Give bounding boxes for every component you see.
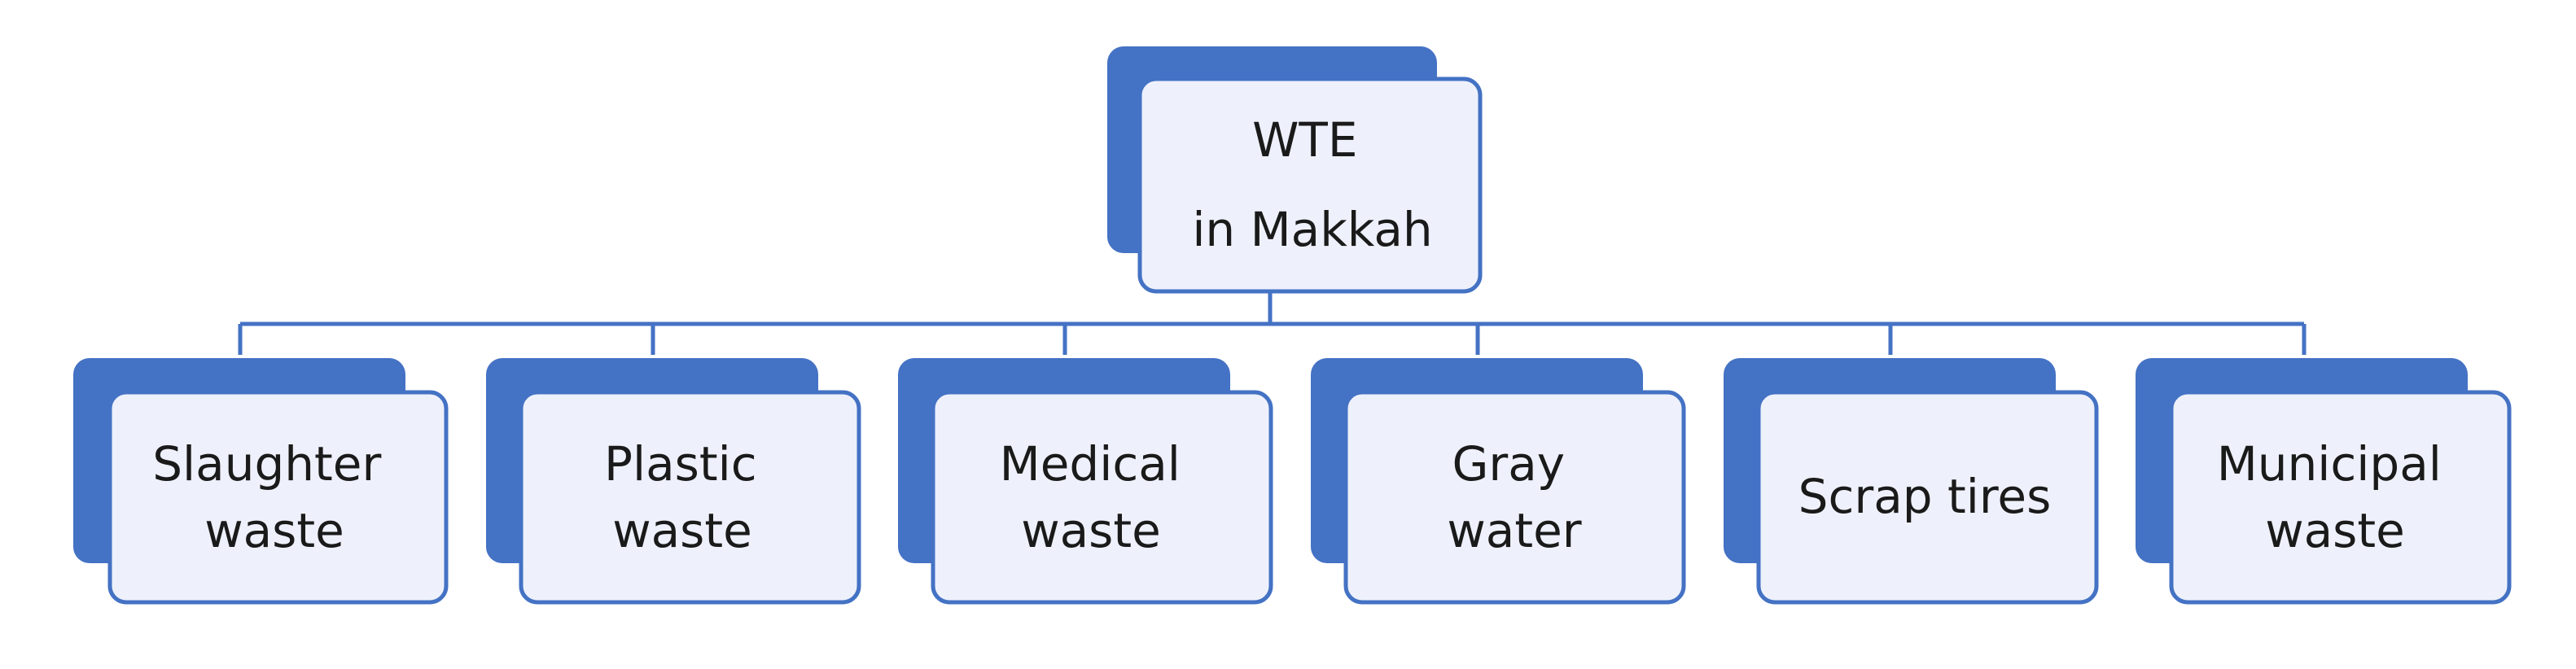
child-node-medical-waste: Medical waste <box>898 358 1273 605</box>
child-node-line-1: Slaughter <box>152 436 381 492</box>
child-node-box <box>931 390 1273 605</box>
child-node-line-1: Gray <box>1452 436 1565 492</box>
connectors <box>238 291 2307 355</box>
child-node-label: Medical waste <box>1000 436 1196 558</box>
child-node-label: Slaughter waste <box>152 436 396 558</box>
child-node-line-2: waste <box>204 503 344 558</box>
child-node-gray-water: Gray water <box>1311 358 1686 605</box>
child-node-box <box>2169 390 2512 605</box>
child-node-box <box>519 390 861 605</box>
child-node-line-1: Medical <box>1000 436 1181 492</box>
child-node-slaughter-waste: Slaughter waste <box>73 358 449 605</box>
child-node-line-1: Plastic <box>604 436 757 492</box>
root-node-label: WTE in Makkah <box>1192 112 1432 257</box>
child-node-box <box>1756 390 2099 605</box>
child-node-line-2: waste <box>612 503 752 558</box>
child-node-municipal-waste: Municipal waste <box>2136 358 2512 605</box>
child-node-box <box>1343 390 1686 605</box>
child-node-label: Gray water <box>1447 436 1581 558</box>
child-node-line-2: water <box>1447 503 1581 558</box>
root-node-line-1: WTE <box>1252 112 1357 168</box>
child-node-label: Plastic waste <box>604 436 772 558</box>
root-node: WTE in Makkah <box>1107 46 1483 294</box>
root-node-box <box>1137 77 1483 294</box>
child-node-label: Municipal waste <box>2217 436 2457 558</box>
child-node-line-1: Scrap tires <box>1798 469 2052 524</box>
child-node-box <box>107 390 449 605</box>
child-node-label: Scrap tires <box>1798 469 2052 524</box>
child-node-line-2: waste <box>2265 503 2405 558</box>
child-node-line-2: waste <box>1021 503 1161 558</box>
child-node-plastic-waste: Plastic waste <box>486 358 861 605</box>
child-node-line-1: Municipal <box>2217 436 2442 492</box>
child-node-scrap-tires: Scrap tires <box>1724 358 2099 605</box>
root-node-line-2: in Makkah <box>1192 202 1432 257</box>
